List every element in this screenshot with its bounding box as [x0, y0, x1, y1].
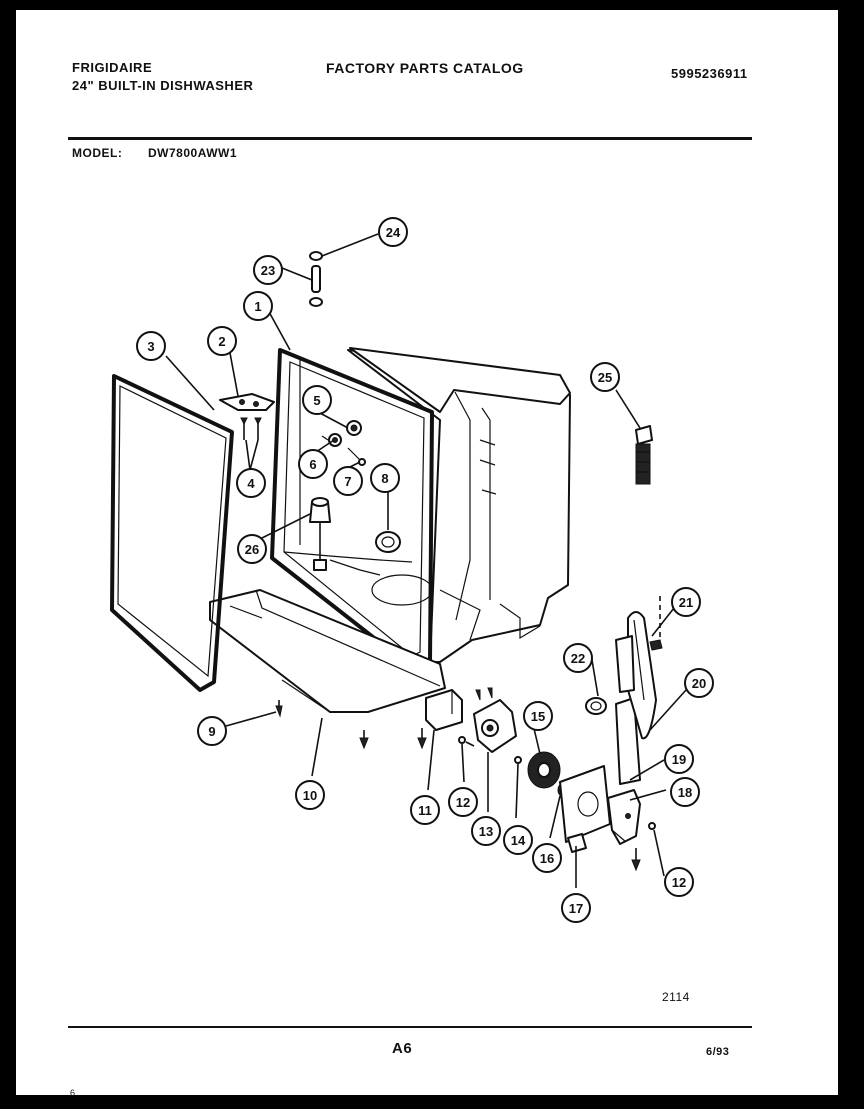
- callout-18: 18: [670, 777, 700, 807]
- svg-text:16: 16: [540, 851, 554, 866]
- callout-23: 23: [253, 255, 283, 285]
- callout-20: 20: [684, 668, 714, 698]
- callout-5: 5: [302, 385, 332, 415]
- callout-22: 22: [563, 643, 593, 673]
- svg-text:5: 5: [313, 393, 320, 408]
- svg-text:26: 26: [245, 542, 259, 557]
- svg-text:11: 11: [418, 803, 432, 818]
- inlet-valve: [635, 425, 653, 485]
- door-gasket: [110, 374, 234, 692]
- page-number: A6: [392, 1040, 413, 1057]
- svg-text:10: 10: [303, 788, 317, 803]
- callout-26: 26: [237, 534, 267, 564]
- catalog-number: 5995236911: [671, 66, 748, 81]
- model-number: DW7800AWW1: [148, 146, 238, 160]
- callout-14: 14: [503, 825, 533, 855]
- drawing-number: 2114: [662, 990, 690, 1004]
- callout-12b: 12: [664, 867, 694, 897]
- svg-text:12: 12: [672, 875, 686, 890]
- header-rule: [68, 137, 752, 140]
- callout-11: 11: [410, 795, 440, 825]
- svg-text:24: 24: [386, 225, 401, 240]
- svg-text:17: 17: [569, 901, 583, 916]
- motor-bracket-group: [559, 596, 663, 872]
- callout-19: 19: [664, 744, 694, 774]
- svg-text:2: 2: [218, 334, 225, 349]
- corner-mark: 6: [70, 1088, 76, 1098]
- svg-text:20: 20: [692, 676, 706, 691]
- callout-4: 4: [236, 468, 266, 498]
- svg-text:19: 19: [672, 752, 686, 767]
- product-description: 24" BUILT-IN DISHWASHER: [72, 78, 254, 93]
- svg-text:9: 9: [208, 724, 215, 739]
- callout-1: 1: [243, 291, 273, 321]
- svg-text:7: 7: [344, 474, 351, 489]
- svg-text:4: 4: [247, 476, 255, 491]
- tub-assembly: [209, 347, 571, 713]
- lower-mount-parts: [275, 687, 567, 797]
- revision-date: 6/93: [706, 1046, 730, 1058]
- callout-6: 6: [298, 449, 328, 479]
- drain-tube-and-clamps: [309, 251, 323, 307]
- model-label: MODEL:: [72, 146, 123, 160]
- svg-text:14: 14: [511, 833, 526, 848]
- callout-13: 13: [471, 816, 501, 846]
- callout-7: 7: [333, 466, 363, 496]
- svg-text:3: 3: [147, 339, 154, 354]
- callout-9: 9: [197, 716, 227, 746]
- callout-21: 21: [671, 587, 701, 617]
- brand-name: FRIGIDAIRE: [72, 60, 153, 75]
- svg-text:23: 23: [261, 263, 275, 278]
- svg-text:13: 13: [479, 824, 493, 839]
- svg-text:1: 1: [254, 299, 261, 314]
- callout-3: 3: [136, 331, 166, 361]
- catalog-page: FRIGIDAIRE 24" BUILT-IN DISHWASHER FACTO…: [16, 10, 838, 1098]
- svg-text:18: 18: [678, 785, 692, 800]
- hinge-and-screws: [219, 393, 275, 440]
- callout-16: 16: [532, 843, 562, 873]
- callout-25: 25: [590, 362, 620, 392]
- svg-text:25: 25: [598, 370, 612, 385]
- catalog-title: FACTORY PARTS CATALOG: [326, 60, 524, 76]
- callout-12a: 12: [448, 787, 478, 817]
- svg-text:6: 6: [309, 457, 316, 472]
- svg-text:15: 15: [531, 709, 545, 724]
- callout-15: 15: [523, 701, 553, 731]
- svg-text:8: 8: [381, 471, 388, 486]
- callout-10: 10: [295, 780, 325, 810]
- svg-text:12: 12: [456, 795, 470, 810]
- callout-8: 8: [370, 463, 400, 493]
- footer-rule: [68, 1026, 752, 1028]
- callout-24: 24: [378, 217, 408, 247]
- leader-lines: [165, 233, 687, 888]
- callout-17: 17: [561, 893, 591, 923]
- svg-text:21: 21: [679, 595, 693, 610]
- svg-text:22: 22: [571, 651, 585, 666]
- callout-2: 2: [207, 326, 237, 356]
